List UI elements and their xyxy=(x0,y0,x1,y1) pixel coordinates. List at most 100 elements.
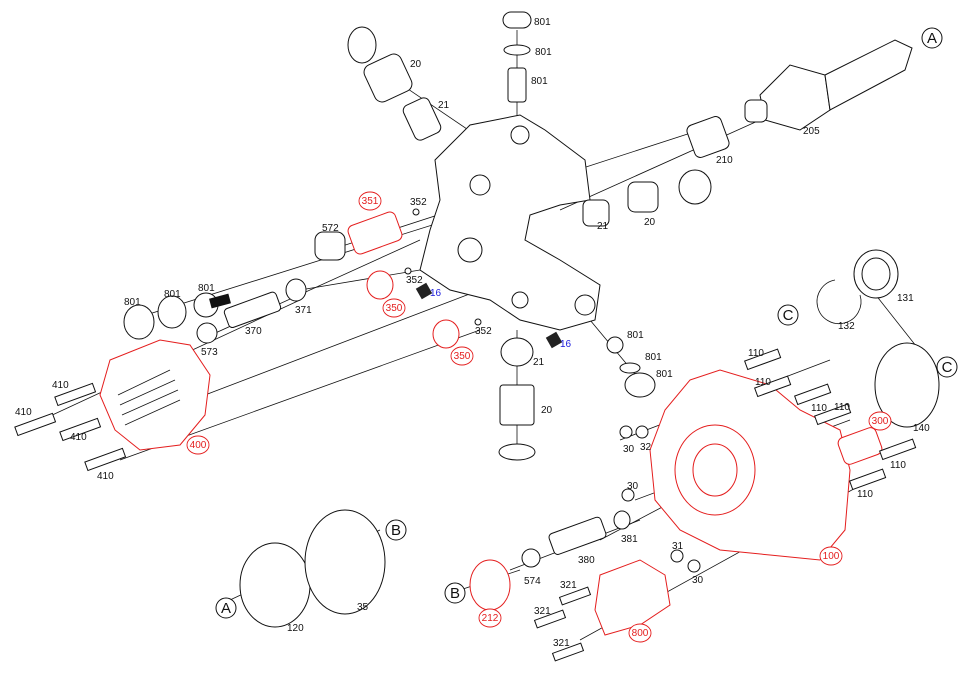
screw-801 xyxy=(507,67,527,103)
callout: 801 xyxy=(534,17,551,28)
callout-blue: 16 xyxy=(430,288,442,299)
o-ring-120 xyxy=(239,542,311,628)
o-ring-35 xyxy=(304,509,386,615)
callout: 574 xyxy=(524,576,541,587)
callout: 205 xyxy=(803,126,820,137)
valve-300 xyxy=(837,427,883,465)
connector-c-right xyxy=(936,356,958,378)
pump-body xyxy=(419,114,601,331)
callout: 801 xyxy=(531,76,548,87)
connector-c-mid xyxy=(777,304,799,326)
drive-shaft xyxy=(686,27,943,158)
connector-a-top xyxy=(921,27,943,49)
connector-a-bottom xyxy=(215,597,237,619)
callout: 110 xyxy=(857,489,873,500)
callout: 410 xyxy=(15,407,32,418)
callout: 801 xyxy=(164,289,181,300)
connector-b-left xyxy=(444,582,466,604)
callout: 572 xyxy=(322,223,339,234)
callout: 370 xyxy=(245,326,262,337)
callout: 321 xyxy=(560,580,577,591)
mid-right-parts xyxy=(582,169,899,326)
connector-label: B xyxy=(450,585,460,602)
callout: 210 xyxy=(716,155,733,166)
callout: 352 xyxy=(406,275,423,286)
black-callouts: 801 801 801 20 21 205 210 20 21 352 572 … xyxy=(15,17,930,649)
left-parts xyxy=(123,208,563,349)
spring-21 xyxy=(402,97,442,141)
callout: 801 xyxy=(124,297,141,308)
callout: 801 xyxy=(535,47,552,58)
part-350-a xyxy=(366,270,394,300)
metering-unit-800 xyxy=(594,559,671,636)
connector-label: A xyxy=(927,30,937,47)
callout: 21 xyxy=(597,221,609,232)
callout: 801 xyxy=(656,369,673,380)
callout: 110 xyxy=(748,348,764,359)
callout: 410 xyxy=(52,380,69,391)
callout: 131 xyxy=(897,293,914,304)
callout: 801 xyxy=(198,283,215,294)
connector-label: B xyxy=(391,522,401,539)
cover-400 xyxy=(99,339,211,451)
callout-red: 400 xyxy=(190,440,207,451)
callout-red: 100 xyxy=(823,551,840,562)
seal-ring-801 xyxy=(503,44,531,56)
callout: 30 xyxy=(627,481,639,492)
part-351 xyxy=(347,211,403,255)
callout-red: 351 xyxy=(362,196,379,207)
blue-callouts: 16 16 xyxy=(430,288,572,350)
red-callouts: 351 350 350 400 300 100 212 800 xyxy=(186,191,892,643)
tappet-20 xyxy=(363,53,413,103)
callout: 21 xyxy=(438,100,450,111)
callout: 352 xyxy=(475,326,492,337)
screws xyxy=(14,348,917,662)
bottom-parts xyxy=(215,336,958,628)
callout: 321 xyxy=(553,638,570,649)
callout: 371 xyxy=(295,305,312,316)
callout: 32 xyxy=(640,442,652,453)
callout: 110 xyxy=(755,377,771,388)
callout-red: 350 xyxy=(386,303,403,314)
callout: 31 xyxy=(672,541,684,552)
callout: 801 xyxy=(645,352,662,363)
callout: 110 xyxy=(890,460,906,471)
gasket-212 xyxy=(469,559,511,611)
callout: 352 xyxy=(410,197,427,208)
callout: 30 xyxy=(623,444,635,455)
part-350-b xyxy=(432,319,460,349)
callout: 110 xyxy=(834,402,850,413)
callout-red: 350 xyxy=(454,351,471,362)
callout: 110 xyxy=(811,403,827,414)
callout: 381 xyxy=(621,534,638,545)
callout: 30 xyxy=(692,575,704,586)
plug-801 xyxy=(502,11,532,29)
callout: 801 xyxy=(627,330,644,341)
callout: 20 xyxy=(541,405,553,416)
callout-red: 300 xyxy=(872,416,889,427)
callout-red: 212 xyxy=(482,613,499,624)
callout-blue: 16 xyxy=(560,339,572,350)
callout: 410 xyxy=(70,432,87,443)
cap xyxy=(347,26,377,64)
callout: 132 xyxy=(838,321,855,332)
callout: 380 xyxy=(578,555,595,566)
o-ring-140 xyxy=(874,342,940,428)
connector-label: C xyxy=(783,307,794,324)
callout: 35 xyxy=(357,602,369,613)
callout: 573 xyxy=(201,347,218,358)
callout: 410 xyxy=(97,471,114,482)
callout: 21 xyxy=(533,357,545,368)
callout: 321 xyxy=(534,606,551,617)
callout: 120 xyxy=(287,623,304,634)
red-parts xyxy=(99,211,883,636)
connector-letters: A A B B C C xyxy=(221,30,953,617)
callout: 20 xyxy=(410,59,422,70)
top-parts xyxy=(347,11,532,141)
callout-red: 800 xyxy=(632,628,649,639)
connector-label: A xyxy=(221,600,231,617)
callout: 140 xyxy=(913,423,930,434)
connector-label: C xyxy=(942,359,953,376)
connector-b-right xyxy=(385,519,407,541)
